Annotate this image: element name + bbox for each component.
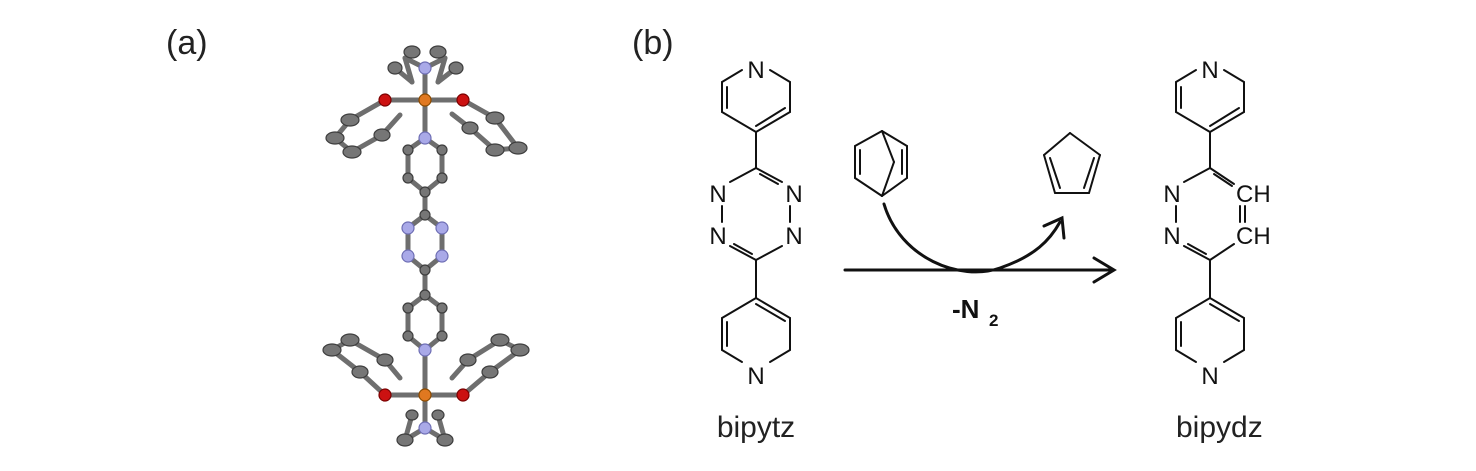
product-pyridazine-n-1: N (1163, 181, 1180, 208)
curved-arrow (882, 202, 1062, 274)
cyclopentadiene-byproduct (1043, 132, 1101, 194)
bridge-atoms (401, 144, 449, 357)
panel-a: (a) (166, 24, 530, 447)
nitrogen-loss-subscript: 2 (989, 311, 998, 330)
nitrogen-loss-text: -N (952, 294, 979, 324)
reactant-bottom-pyridine-n: N (747, 363, 764, 390)
norbornadiene-reagent (854, 130, 908, 197)
product-bipydz: N N N CH CH (1163, 57, 1270, 444)
reactant-tetrazine-n-3: N (709, 223, 726, 250)
bottom-metal-center (418, 388, 432, 402)
product-bottom-pyridine-n: N (1201, 363, 1218, 390)
bottom-complex-atoms (322, 333, 530, 447)
reactant-tetrazine-n-1: N (709, 181, 726, 208)
top-metal-center (418, 93, 432, 107)
product-pyridazine-n-2: N (1163, 223, 1180, 250)
panel-b-label: (b) (632, 24, 674, 62)
reactant-bottom-pyridine: N (721, 297, 791, 390)
product-top-pyridine: N (1175, 57, 1245, 133)
product-pyridazine-ring: N N CH CH (1163, 167, 1271, 261)
product-bottom-pyridine: N (1175, 297, 1245, 390)
top-complex-atoms (325, 45, 528, 159)
product-ch-1: CH (1236, 181, 1271, 208)
reactant-tetrazine-n-4: N (785, 223, 802, 250)
reactant-top-pyridine-n: N (747, 57, 764, 84)
reaction-arrow-group: -N 2 (843, 130, 1117, 330)
nitrogen-loss-label: -N 2 (952, 294, 998, 330)
crystal-structure (322, 45, 530, 447)
product-ch-2: CH (1236, 223, 1271, 250)
reactant-bipytz: N N N N N (709, 57, 802, 444)
reaction-arrowhead (1092, 256, 1117, 284)
reactant-tetrazine-n-2: N (785, 181, 802, 208)
reactant-top-pyridine: N (721, 57, 791, 133)
panel-b: (b) N (632, 24, 1271, 444)
product-top-pyridine-n: N (1201, 57, 1218, 84)
product-name: bipydz (1176, 411, 1263, 444)
curved-arrowhead (1042, 215, 1066, 240)
reactant-name: bipytz (717, 411, 795, 444)
reactant-tetrazine-ring: N N N N (709, 167, 803, 261)
panel-a-label: (a) (166, 24, 208, 62)
